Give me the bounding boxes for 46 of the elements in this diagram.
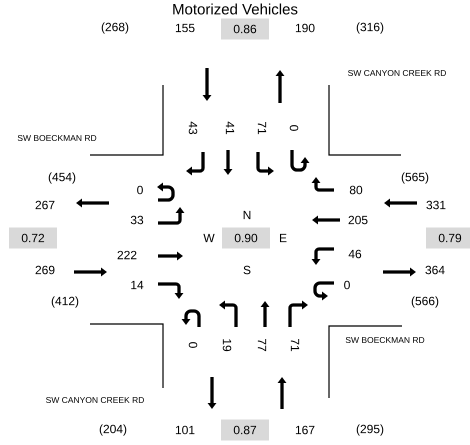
volume-label: (268) xyxy=(102,22,128,34)
ratio-box: 0.87 xyxy=(221,420,269,440)
volume-label: (566) xyxy=(412,296,438,308)
volume-label: (204) xyxy=(100,424,126,436)
volume-label: 77 xyxy=(258,338,266,352)
volume-label: (295) xyxy=(356,424,384,436)
volume-label: 155 xyxy=(176,24,194,32)
volume-label: 269 xyxy=(36,266,54,274)
street-name: SW CANYON CREEK RD xyxy=(348,70,446,76)
volume-label: (565) xyxy=(402,172,428,184)
volume-label: 14 xyxy=(131,280,144,290)
volume-label: 19 xyxy=(222,339,232,352)
volume-label: 0 xyxy=(188,342,198,348)
volume-label: 331 xyxy=(426,200,446,210)
volume-label: 205 xyxy=(348,216,368,224)
volume-label: 71 xyxy=(290,338,300,352)
volume-label: 0 xyxy=(344,280,350,290)
volume-label: 43 xyxy=(188,122,198,134)
compass-letter: N xyxy=(244,210,250,220)
ratio-box: 0.86 xyxy=(221,18,269,40)
street-name: SW BOECKMAN RD xyxy=(18,135,96,141)
volume-label: (316) xyxy=(356,22,384,34)
compass-letter: E xyxy=(280,234,286,242)
compass-letter: S xyxy=(244,266,250,274)
volume-label: (454) xyxy=(48,172,76,184)
street-name: SW BOECKMAN RD xyxy=(346,337,424,343)
ratio-box: 0.90 xyxy=(222,228,270,248)
volume-label: 0 xyxy=(137,186,143,194)
volume-label: 71 xyxy=(258,122,266,134)
volume-label: 267 xyxy=(36,200,54,210)
street-name: SW CANYON CREEK RD xyxy=(46,397,144,403)
volume-label: 41 xyxy=(226,122,234,134)
volume-label: (412) xyxy=(52,296,78,308)
volume-label: 190 xyxy=(296,24,315,32)
ratio-box: 0.72 xyxy=(9,228,57,248)
volume-label: 46 xyxy=(348,250,362,258)
ratio-box: 0.79 xyxy=(426,228,470,248)
volume-label: 101 xyxy=(176,426,194,434)
volume-label: 364 xyxy=(425,266,445,274)
volume-label: 222 xyxy=(118,250,136,260)
volume-label: 80 xyxy=(350,186,362,194)
volume-label: 33 xyxy=(130,216,144,224)
compass-letter: W xyxy=(203,234,215,242)
volume-label: 167 xyxy=(296,426,314,434)
volume-label: 0 xyxy=(290,125,298,131)
title: Motorized Vehicles xyxy=(173,4,298,14)
